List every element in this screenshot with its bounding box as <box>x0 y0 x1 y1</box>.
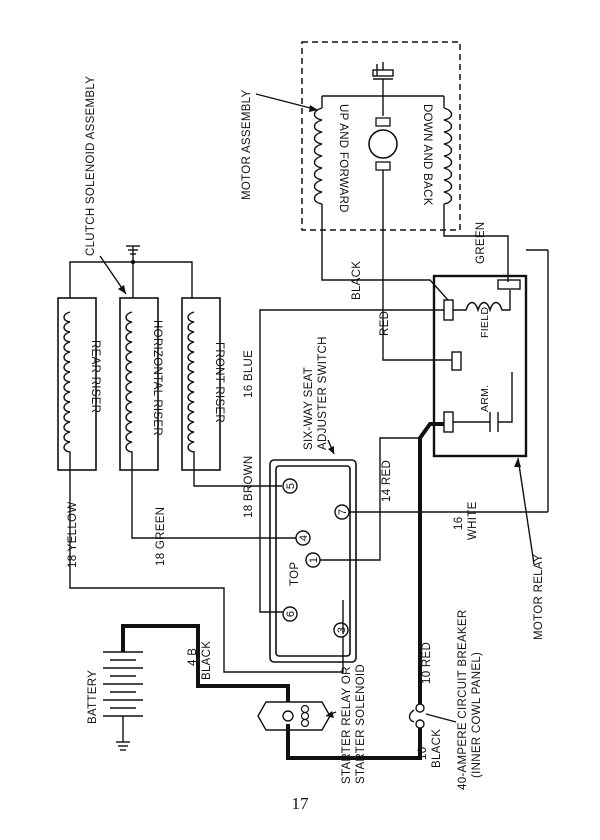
wire-18-yellow <box>69 470 344 673</box>
relay-terminal-green <box>497 279 521 290</box>
wire-18-green <box>131 470 296 539</box>
black-10-num: 10 <box>417 747 429 760</box>
wire-10-red-heavy <box>418 422 444 706</box>
top-label: TOP <box>289 562 301 586</box>
motor-capacitor-symbol <box>372 62 394 96</box>
motor-icon <box>368 129 398 159</box>
motor-relay-box <box>432 274 528 458</box>
blue-16-label: 16 BLUE <box>243 350 255 398</box>
terminal-3: 3 <box>333 622 349 638</box>
relay-terminal-red <box>451 351 462 371</box>
up-forward-coil <box>313 107 323 205</box>
battery-label: BATTERY <box>87 670 99 724</box>
circuit-breaker-symbol <box>408 703 425 729</box>
ground-symbol-battery <box>116 741 130 751</box>
wire-18-brown <box>193 470 282 487</box>
relay-terminal-power <box>443 411 454 433</box>
field-label: FIELD <box>479 307 491 338</box>
white-16-num: 16 <box>453 517 465 530</box>
green-18-label: 18 GREEN <box>155 507 167 566</box>
six-way-label-1: SIX-WAY SEAT <box>303 367 315 450</box>
horizontal-riser-coil <box>125 311 133 470</box>
up-forward-label: UP AND FORWARD <box>337 104 349 213</box>
motor-assembly-label: MOTOR ASSEMBLY <box>241 89 253 200</box>
terminal-6: 6 <box>282 606 298 622</box>
terminal-7: 7 <box>334 504 350 520</box>
motor-assembly-box <box>301 41 461 231</box>
front-riser-coil <box>187 311 195 470</box>
wire-4b-black <box>121 624 290 708</box>
yellow-18-label: 18 YELLOW <box>67 502 79 568</box>
red-label: RED <box>379 311 391 336</box>
terminal-1: 1 <box>305 552 321 568</box>
wire-10-black <box>286 724 422 760</box>
terminal-5: 5 <box>282 478 298 494</box>
red-14-label: 14 RED <box>381 460 393 502</box>
svg-text:4: 4 <box>298 535 310 541</box>
svg-text:1: 1 <box>308 557 320 563</box>
page-number: 17 <box>291 794 309 813</box>
six-way-label-2: ADJUSTER SWITCH <box>317 336 329 450</box>
down-back-label: DOWN AND BACK <box>421 104 433 206</box>
wire-black <box>321 204 449 301</box>
breaker-label-2: (INNER COWL PANEL) <box>471 652 483 778</box>
rear-riser-coil <box>63 311 71 470</box>
brown-18-label: 18 BROWN <box>243 456 255 518</box>
arm-label: ARM. <box>479 385 491 412</box>
horizontal-riser-label: HORIZONTAL RISER <box>151 320 163 436</box>
ground-symbol-top <box>126 245 140 262</box>
breaker-label-1: 40-AMPERE CIRCUIT BREAKER <box>457 610 469 790</box>
white-16-color: WHITE <box>467 501 479 540</box>
black-4b-num: 4 B <box>187 648 199 666</box>
terminal-4: 4 <box>295 530 311 546</box>
front-riser-label: FRONT RISER <box>213 342 225 423</box>
svg-text:6: 6 <box>285 611 297 617</box>
black-label: BLACK <box>351 261 363 300</box>
wire-16-blue <box>259 309 444 613</box>
black-4b-color: BLACK <box>201 641 213 680</box>
starter-label-2: STARTER SOLENOID <box>355 664 367 784</box>
battery-symbol <box>103 651 143 742</box>
motor-relay-label: MOTOR RELAY <box>533 554 545 640</box>
six-way-switch-box <box>269 459 357 663</box>
green-label: GREEN <box>475 222 487 264</box>
relay-terminal-black <box>443 299 454 321</box>
down-back-coil <box>443 107 453 205</box>
field-coil <box>453 290 511 313</box>
rear-riser-box <box>57 297 97 471</box>
ground-bus <box>69 261 193 274</box>
wire-red-motor <box>382 300 452 361</box>
wire-14-red <box>318 437 420 561</box>
rear-riser-label: REAR RISER <box>89 340 101 413</box>
starter-label-1: STARTER RELAY OR <box>341 666 353 784</box>
wire-green <box>443 204 509 282</box>
clutch-solenoid-label: CLUTCH SOLENOID ASSEMBLY <box>85 76 97 256</box>
svg-text:5: 5 <box>285 483 297 489</box>
horizontal-riser-box <box>119 297 159 471</box>
red-10-label: 10 RED <box>421 642 433 684</box>
svg-text:7: 7 <box>337 509 349 515</box>
starter-relay-symbol <box>257 701 331 731</box>
svg-text:3: 3 <box>336 627 348 633</box>
black-10-color: BLACK <box>431 729 443 768</box>
front-riser-box <box>181 297 221 471</box>
motor-assembly-arrow <box>255 93 319 111</box>
